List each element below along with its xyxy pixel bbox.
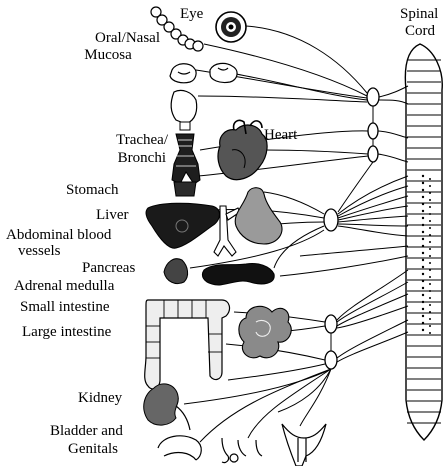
label-small-intestine: Small intestine (20, 299, 110, 316)
label-cord: Cord (405, 23, 435, 40)
salivary-glands (170, 63, 237, 82)
large-intestine-organ (145, 300, 230, 389)
label-stomach: Stomach (66, 182, 119, 199)
ganglia (324, 88, 379, 369)
label-vessels: vessels (18, 243, 61, 260)
liver-organ (146, 203, 220, 248)
label-spinal: Spinal (400, 6, 438, 23)
ganglion-inferior-mesenteric (325, 351, 337, 369)
label-adrenal-medulla: Adrenal medulla (14, 278, 114, 295)
label-kidney: Kidney (78, 390, 122, 407)
label-abdominal-blood: Abdominal blood (6, 227, 111, 244)
spinal-cord (405, 44, 442, 440)
ganglion-superior-mesenteric (325, 315, 337, 333)
label-bronchi: Bronchi (80, 150, 166, 167)
stomach-organ (235, 188, 282, 244)
heart-organ (218, 120, 267, 179)
bladder-genitals (158, 424, 326, 466)
label-heart: Heart (264, 127, 297, 144)
ganglion-superior (367, 88, 379, 106)
pancreas-organ (202, 263, 274, 284)
label-oral-nasal: Oral/Nasal (56, 30, 160, 47)
label-bladder: Bladder and (50, 423, 123, 440)
label-pancreas: Pancreas (82, 260, 135, 277)
eye-organ (216, 12, 246, 42)
label-eye: Eye (180, 6, 203, 23)
label-liver: Liver (96, 207, 128, 224)
label-large-intestine: Large intestine (22, 324, 111, 341)
kidney-organ (144, 384, 190, 430)
adrenal-organ (164, 259, 188, 284)
ganglion-cervical-inferior (368, 146, 378, 162)
label-mucosa: Mucosa (60, 47, 156, 64)
ganglion-celiac (324, 209, 338, 231)
larynx-trachea (171, 90, 200, 196)
label-genitals: Genitals (68, 441, 118, 458)
label-trachea: Trachea/ (80, 132, 168, 149)
ganglion-cervical-middle (368, 123, 378, 139)
small-intestine-organ (239, 306, 291, 357)
